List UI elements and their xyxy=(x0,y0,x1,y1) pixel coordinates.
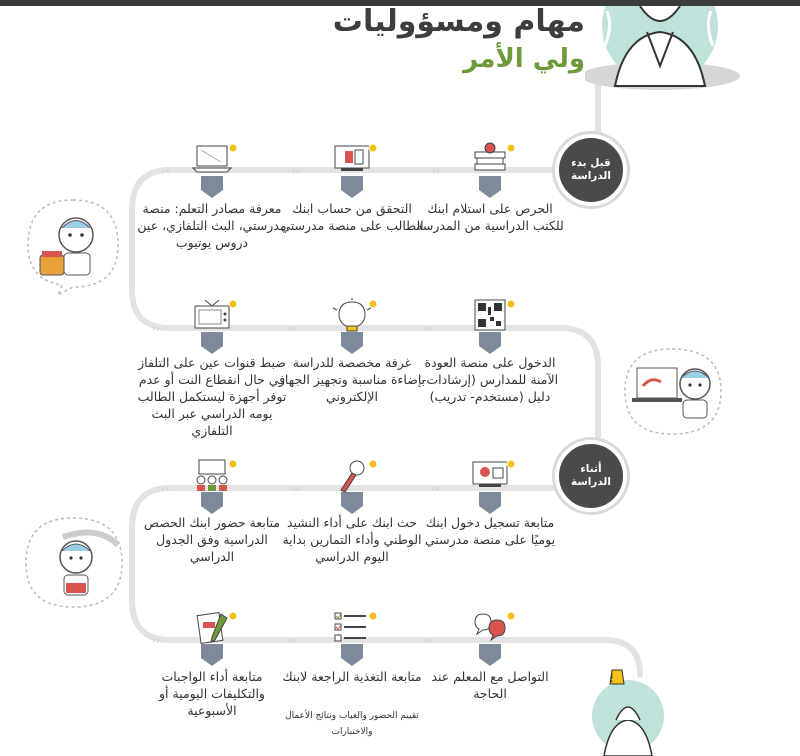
task-text: معرفة مصادر التعلم: منصة مدرستي، البث ال… xyxy=(137,201,287,250)
laptop-icon xyxy=(191,143,238,198)
lightbulb-icon xyxy=(332,298,378,354)
chat-bubbles-icon xyxy=(474,611,516,666)
svg-text:‹‹: ‹‹ xyxy=(151,322,160,335)
father-illustration xyxy=(585,6,740,90)
tv-icon xyxy=(194,299,238,354)
page-subtitle: ولي الأمر xyxy=(463,44,585,74)
attendance-icon xyxy=(196,459,238,514)
qr-code-icon xyxy=(474,299,516,354)
task-subtext: تقييم الحضور والغياب ونتائج الأعمال والا… xyxy=(285,711,419,737)
task-text: التحقق من حساب ابنك الطالب على منصة مدرس… xyxy=(280,201,424,233)
page-title: مهام ومسؤوليات xyxy=(332,4,585,39)
school-platform-icon xyxy=(334,143,378,198)
online-login-icon xyxy=(472,459,516,514)
phase-during-label: أثناء الدراسة xyxy=(571,463,611,488)
svg-text:‹‹: ‹‹ xyxy=(287,634,296,647)
phase-during-badge: أثناء الدراسة xyxy=(555,440,627,512)
task-text: متابعة حضور ابنك الحصص الدراسية وفق الجد… xyxy=(143,515,281,564)
phase-before-badge: قبل بدء الدراسة xyxy=(555,134,627,206)
child-with-gift-illustration xyxy=(25,517,123,608)
father-idea-illustration: ! xyxy=(592,669,664,756)
svg-text:‹‹: ‹‹ xyxy=(423,322,432,335)
svg-text:‹‹: ‹‹ xyxy=(287,322,296,335)
microphone-icon xyxy=(340,459,378,514)
task-text: ضبط قنوات عين على التلفاز في حال انقطاع … xyxy=(137,355,287,438)
phase-before-label: قبل بدء الدراسة xyxy=(571,157,611,182)
svg-text:‹‹: ‹‹ xyxy=(423,634,432,647)
svg-text:››: ›› xyxy=(291,164,300,177)
task-text: الحرص على استلام ابنك للكتب الدراسية من … xyxy=(416,201,564,233)
svg-text:››: ›› xyxy=(161,482,170,495)
task-text: متابعة تسجيل دخول ابنك يوميًا على منصة م… xyxy=(424,515,556,547)
svg-text:››: ›› xyxy=(431,482,440,495)
task-text: الدخول على منصة العودة الآمنة للمدارس (إ… xyxy=(421,355,559,404)
task-text: حث ابنك على أداء النشيد الوطني وأداء الت… xyxy=(282,515,422,564)
top-bar xyxy=(0,0,800,6)
task-text: التواصل مع المعلم عند الحاجة xyxy=(431,669,549,701)
child-eating-illustration xyxy=(27,199,119,297)
checklist-icon xyxy=(334,611,378,666)
svg-text:››: ›› xyxy=(431,164,440,177)
task-text: متابعة أداء الواجبات والتكليفات اليومية … xyxy=(159,669,265,718)
svg-text:!: ! xyxy=(609,671,614,685)
homework-pencil-icon xyxy=(196,611,238,666)
apple-books-icon xyxy=(474,142,516,198)
task-text: غرفة مخصصة للدراسة بإضاءة مناسبة وتجهيز … xyxy=(278,355,426,404)
svg-text:››: ›› xyxy=(291,482,300,495)
child-studying-illustration xyxy=(624,348,722,435)
svg-text:››: ›› xyxy=(161,164,170,177)
task-text: متابعة التغذية الراجعة لابنك xyxy=(282,669,422,684)
svg-text:‹‹: ‹‹ xyxy=(151,634,160,647)
